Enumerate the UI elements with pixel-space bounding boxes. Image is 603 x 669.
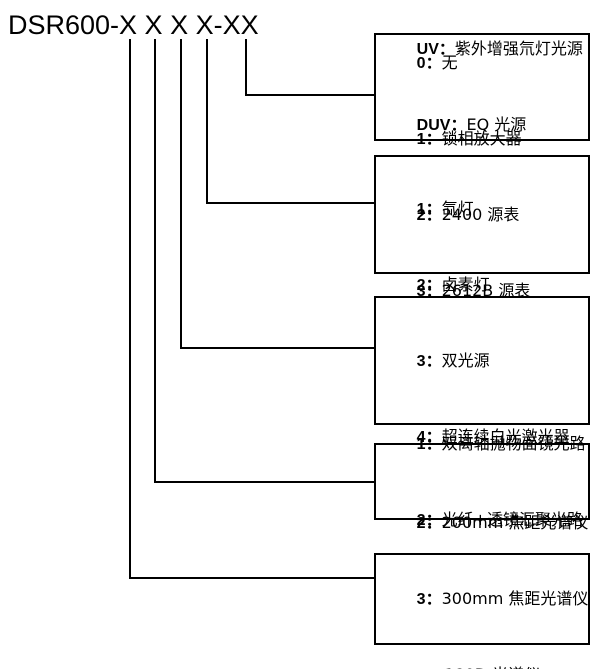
option-row: 1：双离轴抛物面镜光路 [376,406,588,482]
option-code: 3： [416,352,442,370]
option-code: 0： [416,54,442,72]
option-code: 1： [416,435,442,453]
option-text: 锁相放大器 [441,128,522,148]
option-row: 1：锁相放大器 [376,101,588,177]
leader-amplifier [205,39,374,205]
option-text: 超连续白光激光器 [441,426,570,446]
spectrometer-box: 2：200mm 焦距光谱仪 3：300mm 焦距光谱仪 D：180D 光谱仪 [374,513,590,669]
option-code: 2： [416,276,442,294]
option-text: 卤素灯 [441,274,490,294]
option-text: 200mm 焦距光谱仪 [441,513,589,532]
option-code: 2： [416,515,442,532]
option-text: 双离轴抛物面镜光路 [441,433,586,453]
option-row: 4：超连续白光激光器 [376,399,588,475]
option-text: 氙灯 [441,198,474,218]
option-text: 无 [441,52,458,72]
option-text: 紫外增强氘灯光源 [454,39,583,58]
option-row: DUV：EQ 光源 [376,87,588,163]
option-text: 2400 源表 [441,204,520,224]
option-code: UV： [416,41,455,58]
option-row: D：180D 光谱仪 [376,637,588,669]
option-row: 2：卤素灯 [376,247,588,323]
option-row: 3：2612B 源表 [376,253,588,329]
option-text: EQ 光源 [466,115,527,134]
option-code: 1： [416,200,442,218]
option-code: 1： [416,130,442,148]
option-code: 2： [416,206,442,224]
option-row: 3：双光源 [376,323,588,399]
option-row: 0：无 [376,25,588,101]
option-row: 1：氙灯 [376,171,588,247]
option-text: 光纤+透镜汇聚光路 [441,509,583,529]
option-row: 2：光纤+透镜汇聚光路 [376,482,588,558]
option-code: 2： [416,511,442,529]
optical-path-box: 1：双离轴抛物面镜光路 2：光纤+透镜汇聚光路 [374,434,590,529]
option-row: 3：300mm 焦距光谱仪 [376,561,589,637]
option-code: 4： [416,428,442,446]
option-row: 2：2400 源表 [376,177,588,253]
option-text: 双光源 [441,350,490,370]
leader-spectral-range [244,39,374,97]
option-code: 3： [416,282,442,300]
option-row: 无：可见光谱范围 [376,0,588,11]
option-code: DUV： [416,117,467,134]
leader-spectrometer [128,39,374,580]
option-code: D： [417,667,445,669]
amplifier-box: 0：无 1：锁相放大器 2：2400 源表 3：2612B 源表 4：2636B… [374,53,590,376]
option-row: 2：200mm 焦距光谱仪 [376,485,589,561]
option-text: 2612B 源表 [441,280,531,300]
model-code-title: DSR600-X X X X-XX [8,10,259,40]
leader-optical-path [153,39,374,484]
option-row: UV：紫外增强氘灯光源 [376,11,588,87]
leader-light-source [179,39,374,350]
option-text: 180D 光谱仪 [444,665,540,669]
option-text: 300mm 焦距光谱仪 [441,589,589,608]
option-code: 3： [416,591,442,608]
